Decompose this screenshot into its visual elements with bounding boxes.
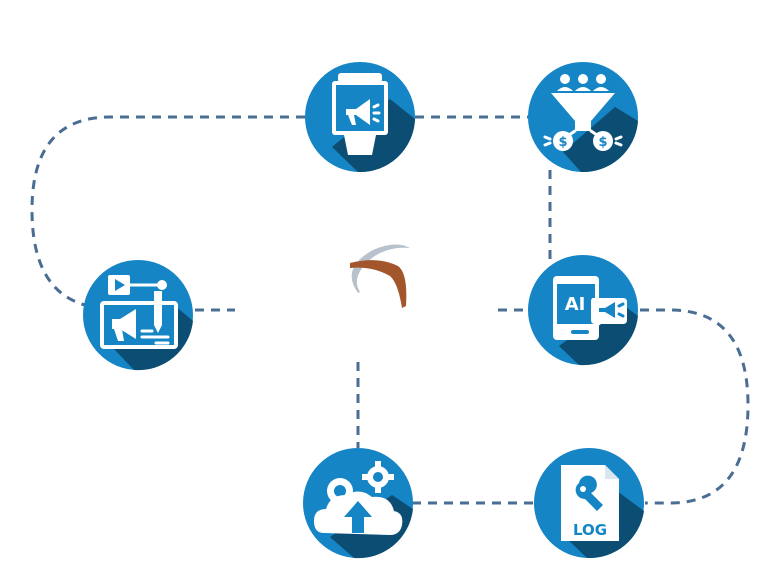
node-content-marketing[interactable] <box>83 260 193 371</box>
node-megaphone-billboard[interactable] <box>305 62 415 173</box>
boomerang-logo-icon <box>350 244 410 308</box>
log-file-icon: LOG <box>561 465 619 541</box>
node-cloud-upload-settings[interactable] <box>303 448 413 559</box>
svg-text:$: $ <box>558 135 567 150</box>
connector-lines <box>30 115 750 505</box>
svg-text:$: $ <box>598 135 607 150</box>
sales-funnel-icon: $ $ <box>543 74 623 151</box>
ai-label: AI <box>565 294 586 315</box>
connector-top <box>30 115 305 307</box>
node-log-file[interactable]: LOG <box>534 448 644 559</box>
megaphone-billboard-icon <box>332 73 388 155</box>
ai-announcement-icon: AI <box>553 276 627 340</box>
node-sales-funnel[interactable]: $ $ <box>528 62 638 173</box>
node-ai-announcement[interactable]: AI <box>528 255 638 366</box>
cloud-upload-settings-icon <box>314 461 403 535</box>
log-label: LOG <box>573 521 607 539</box>
content-marketing-icon <box>100 275 178 349</box>
connector-right-loop <box>640 308 750 505</box>
